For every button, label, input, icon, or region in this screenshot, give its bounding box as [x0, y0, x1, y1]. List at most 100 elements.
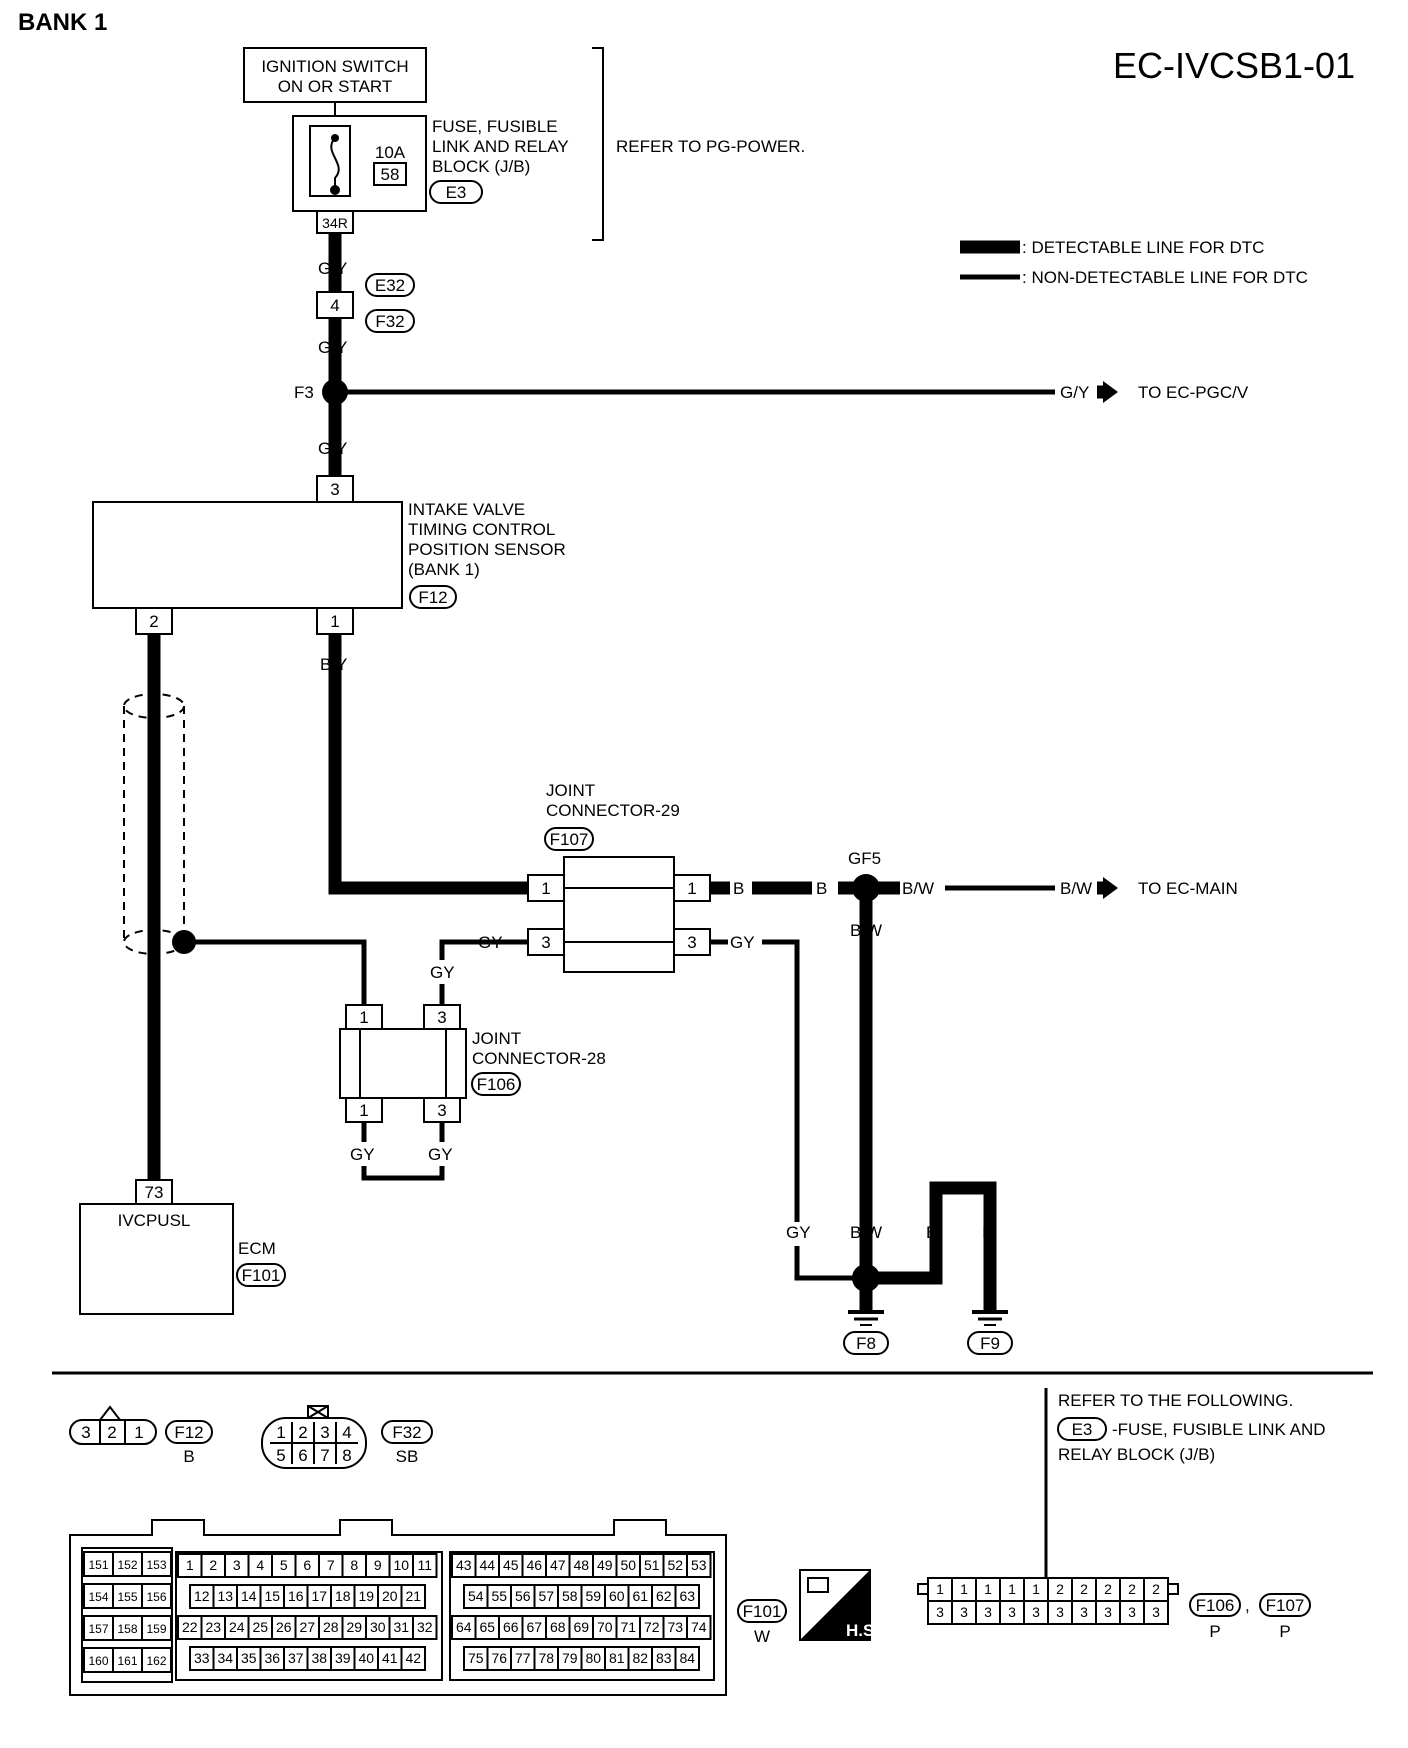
pin-label: 83 — [656, 1650, 672, 1666]
svg-text:1: 1 — [687, 879, 696, 898]
sensor-label-2: TIMING CONTROL — [408, 520, 555, 539]
fuse-label-2: LINK AND RELAY — [432, 137, 569, 156]
conn-tag-e3-ref — [1057, 1417, 1107, 1441]
svg-text:7: 7 — [320, 1446, 329, 1465]
pin-label: 45 — [503, 1557, 519, 1573]
pin-label: 17 — [311, 1588, 327, 1604]
svg-text:P: P — [1279, 1622, 1290, 1641]
pin-label: 20 — [382, 1588, 398, 1604]
svg-text:3: 3 — [437, 1008, 446, 1027]
ground-icon — [972, 1310, 1008, 1326]
fuse-rating: 10A — [375, 143, 406, 162]
pin-label: 19 — [358, 1588, 374, 1604]
pin-label: 151 — [88, 1558, 108, 1572]
pin-label: 1 — [984, 1581, 992, 1597]
pin-label: 11 — [417, 1557, 432, 1573]
sensor-label-4: (BANK 1) — [408, 560, 480, 579]
pin-label: 3 — [1032, 1604, 1040, 1620]
pin-label: 3 — [233, 1557, 241, 1573]
wire-label-b-4: B — [982, 1223, 993, 1242]
pin-label: 81 — [609, 1650, 625, 1666]
wire-label-gy-e: GY — [350, 1145, 375, 1164]
wire-label-gy-f: GY — [428, 1145, 453, 1164]
svg-text:F106: F106 — [1196, 1596, 1235, 1615]
pin-label: 29 — [346, 1619, 362, 1635]
pin-label: 1 — [960, 1581, 968, 1597]
wire-label-gy-d: GY — [786, 1223, 811, 1242]
pin-label: 3 — [1152, 1604, 1160, 1620]
svg-text:E3: E3 — [1072, 1420, 1093, 1439]
pin-label: 3 — [936, 1604, 944, 1620]
ecm-pin — [112, 1583, 143, 1609]
svg-text:H.S.: H.S. — [846, 1621, 879, 1640]
sensor-label-3: POSITION SENSOR — [408, 540, 566, 559]
ecm-pin — [112, 1551, 143, 1577]
joint29-label-2: CONNECTOR-29 — [546, 801, 680, 820]
svg-text:1: 1 — [359, 1008, 368, 1027]
wire-label-b-1: B — [733, 879, 744, 898]
pin-label: 67 — [526, 1619, 542, 1635]
bank-title: BANK 1 — [18, 9, 107, 36]
ecm-pin — [141, 1551, 172, 1577]
svg-text:F106: F106 — [477, 1075, 516, 1094]
pin-label: 3 — [1008, 1604, 1016, 1620]
ivt-sensor-box — [92, 501, 403, 609]
pin-label: 153 — [146, 1558, 166, 1572]
svg-text:4: 4 — [330, 296, 339, 315]
connector-view-f32: 1 2 3 4 5 6 7 8 F32 SB — [261, 1405, 433, 1469]
ecm-pin — [83, 1647, 114, 1673]
pin-label: 52 — [667, 1557, 683, 1573]
pin-label: 60 — [609, 1588, 625, 1604]
wire-label-y-2: Y — [148, 1145, 159, 1164]
pin-label: 1 — [186, 1557, 194, 1573]
pin-label: 38 — [311, 1650, 327, 1666]
pin-label: 3 — [1056, 1604, 1064, 1620]
arrow-right-icon — [1103, 381, 1118, 403]
pin-label: 84 — [679, 1650, 695, 1666]
joint28-label-1: JOINT — [472, 1029, 521, 1048]
pin-label: 2 — [1056, 1581, 1064, 1597]
arrow-right-icon — [1103, 877, 1118, 899]
to-pgcv-color: G/Y — [1060, 383, 1089, 402]
pin-label: 3 — [1080, 1604, 1088, 1620]
svg-text:1: 1 — [541, 879, 550, 898]
pin-label: 154 — [88, 1590, 108, 1604]
pin-label: 22 — [182, 1619, 198, 1635]
pin-label: 162 — [146, 1654, 166, 1668]
pin-label: 7 — [327, 1557, 335, 1573]
svg-text:SB: SB — [396, 1447, 419, 1466]
svg-text:P: P — [1209, 1622, 1220, 1641]
svg-text:F107: F107 — [1266, 1596, 1305, 1615]
svg-text:F107: F107 — [550, 830, 589, 849]
pin-label: 24 — [229, 1619, 245, 1635]
svg-text:6: 6 — [298, 1446, 307, 1465]
diagram-id: EC-IVCSB1-01 — [1113, 45, 1355, 86]
pin-label: 73 — [667, 1619, 683, 1635]
pin-label: 27 — [299, 1619, 315, 1635]
svg-text:8: 8 — [342, 1446, 351, 1465]
pin-label: 157 — [88, 1622, 108, 1636]
ecm-pin — [674, 1584, 700, 1609]
pin-label: 6 — [303, 1557, 311, 1573]
pin-label: 152 — [117, 1558, 137, 1572]
svg-text:F101: F101 — [743, 1602, 782, 1621]
pin-label: 14 — [241, 1588, 257, 1604]
pin-label: 44 — [479, 1557, 495, 1573]
pin-label: 2 — [1128, 1581, 1136, 1597]
pin-label: 54 — [468, 1588, 484, 1604]
fuse-cell — [309, 125, 351, 197]
connector-pin — [1143, 1600, 1169, 1625]
connector-view-f12: 3 2 1 F12 B — [69, 1405, 213, 1466]
ignition-line2: ON OR START — [278, 77, 393, 96]
legend-detectable-text: : DETECTABLE LINE FOR DTC — [1022, 238, 1264, 257]
joint29-label-1: JOINT — [546, 781, 595, 800]
ecm-pin — [141, 1647, 172, 1673]
pin-label: 75 — [468, 1650, 484, 1666]
pin-label: 39 — [335, 1650, 351, 1666]
wire-label-gy-2: G/Y — [318, 338, 347, 357]
pin-label: 64 — [456, 1619, 472, 1635]
ground-icon — [848, 1310, 884, 1326]
